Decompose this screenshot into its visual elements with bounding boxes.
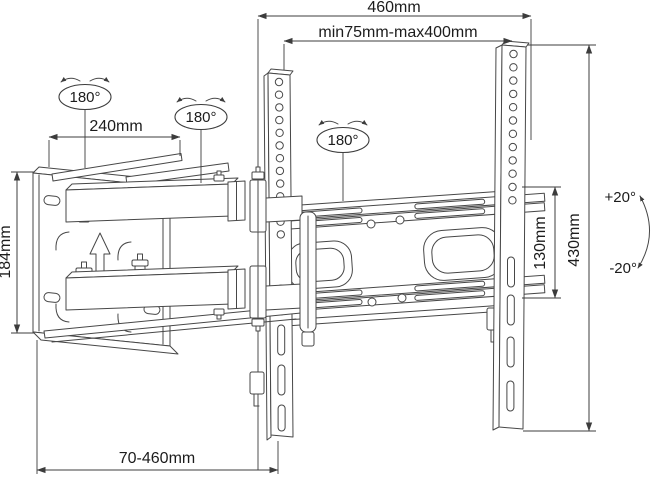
dim-wall-plate-height: 184mm (0, 171, 21, 334)
bolt-icon (213, 174, 225, 182)
dim-total-width: 460mm (257, 0, 532, 20)
rotate-arrow-icon (176, 96, 197, 103)
rotate-arrow-icon (205, 96, 226, 103)
dim-distance-range: 70-460mm (36, 450, 279, 474)
lower-arm (65, 265, 246, 320)
rear-link-top (51, 153, 183, 182)
dim-label-wall-plate-height: 184mm (0, 225, 14, 278)
rail-slots (506, 256, 515, 412)
lower-link (265, 283, 303, 311)
vesa-plate-cutout-left (287, 240, 353, 290)
dim-label-bracket-height: 430mm (566, 213, 583, 266)
tilt-down-label: -20° (609, 260, 637, 277)
rail-hook (249, 371, 265, 407)
rotation-badge-3: 180° (316, 119, 370, 201)
tilt-annotation: +20° -20° (605, 189, 650, 277)
lower-elbow-joint (249, 265, 303, 332)
rotation-badge-label: 180° (69, 89, 100, 106)
vesa-rail-left (249, 68, 294, 441)
tilt-arc-icon (637, 195, 650, 269)
dim-label-total-width: 460mm (367, 0, 420, 16)
channel-rail-upper-1 (254, 192, 546, 223)
upper-link (265, 195, 303, 223)
dim-arm-extension: 240mm (48, 118, 181, 167)
vesa-plate-holes (366, 215, 407, 307)
rotation-badge-label: 180° (185, 109, 216, 126)
wall-plate-bottom-flange (32, 331, 179, 355)
bolt-icon (255, 166, 261, 173)
rotation-badge-2: 180° (174, 96, 228, 183)
dim-label-vesa-height: 130mm (532, 216, 549, 269)
rotation-badge-label: 180° (327, 132, 358, 149)
tilt-up-label: +20° (605, 189, 636, 206)
rotate-arrow-icon (60, 76, 81, 83)
vesa-rail-right (486, 40, 530, 431)
dim-vesa-height: 130mm (522, 186, 561, 299)
dim-label-vesa-range: min75mm-max400mm (318, 24, 477, 41)
upper-arm (65, 170, 246, 223)
rotate-arrow-icon (89, 76, 110, 83)
bolt-icon (251, 171, 265, 180)
swivel-plate (299, 211, 317, 347)
rotate-arrow-icon (347, 119, 368, 126)
rotate-arrow-icon (318, 119, 339, 126)
rail-holes (508, 49, 518, 205)
bolt-icon (251, 318, 265, 327)
articulating-arm (43, 153, 317, 347)
rotation-badge-1: 180° (58, 76, 112, 168)
dim-label-distance-range: 70-460mm (119, 450, 195, 467)
bolt-icon (213, 308, 225, 316)
vesa-plate-cutout-right (423, 227, 503, 281)
dim-label-arm-extension: 240mm (89, 118, 142, 135)
dim-bracket-height: 430mm (523, 44, 596, 432)
dim-vesa-range: min75mm-max400mm (283, 24, 513, 45)
bolt-icon (216, 314, 222, 320)
bolt-icon (216, 170, 222, 176)
bolt-icon (255, 325, 261, 332)
